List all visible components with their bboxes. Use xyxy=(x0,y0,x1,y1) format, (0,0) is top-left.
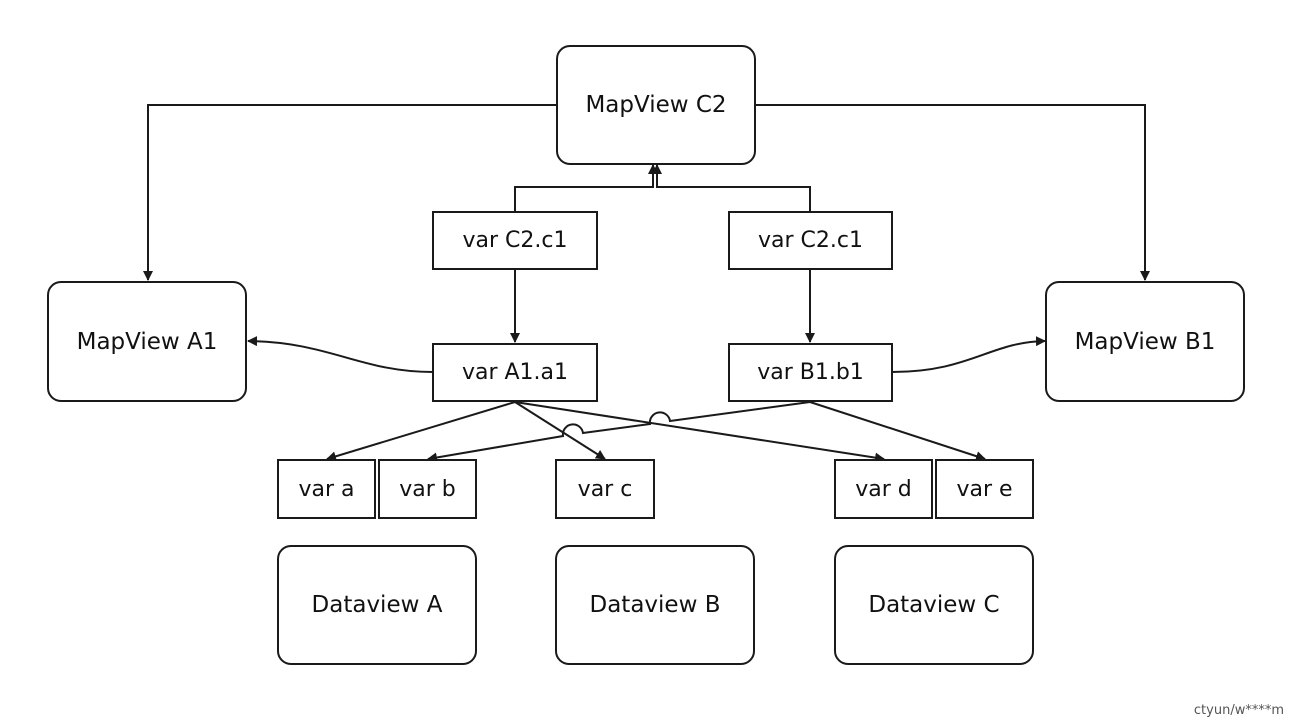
var-a-node: var a xyxy=(277,459,376,519)
edge-a1a1-to-var-d xyxy=(514,401,885,463)
watermark-text: ctyun/w****m xyxy=(1193,703,1284,718)
dataview-b-node: Dataview B xyxy=(555,545,755,665)
edge-a1a1-to-var-a xyxy=(326,401,516,462)
edge-c2-to-b1 xyxy=(755,104,1150,281)
var-c2-c1-left-node: var C2.c1 xyxy=(432,211,598,270)
mapview-c2-node: MapView C2 xyxy=(556,45,756,165)
var-c-node: var c xyxy=(555,459,655,519)
mapview-a1-node: MapView A1 xyxy=(47,281,247,402)
edge-c2c1-left-to-c2 xyxy=(514,164,658,211)
edge-b1b1-to-var-e xyxy=(809,401,986,461)
var-c2-c1-right-node: var C2.c1 xyxy=(728,211,893,270)
var-b1-b1-node: var B1.b1 xyxy=(728,343,893,402)
edge-c2c1-right-to-c2 xyxy=(652,164,811,211)
mapview-b1-node: MapView B1 xyxy=(1045,281,1245,402)
dataview-c-node: Dataview C xyxy=(834,545,1034,665)
edge-a1a1-to-mapview-a1 xyxy=(247,336,434,373)
var-d-node: var d xyxy=(834,459,933,519)
edge-c2-to-a1 xyxy=(143,104,556,281)
var-a1-a1-node: var A1.a1 xyxy=(432,343,598,402)
dataview-a-node: Dataview A xyxy=(277,545,477,665)
var-e-node: var e xyxy=(935,459,1034,519)
edge-b1b1-to-mapview-b1 xyxy=(891,336,1046,373)
edge-a1a1-to-var-c xyxy=(514,401,606,460)
edge-b1b1-to-var-b xyxy=(427,401,811,463)
var-b-node: var b xyxy=(378,459,477,519)
